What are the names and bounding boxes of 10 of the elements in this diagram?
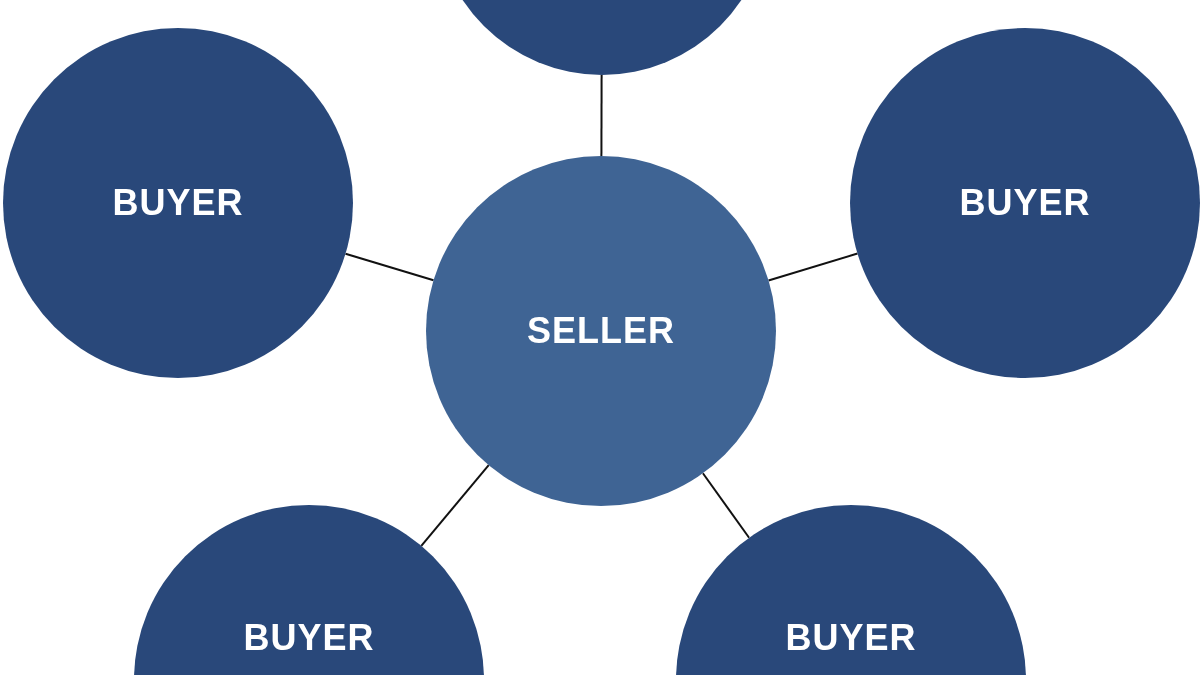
node-label: BUYER	[784, 618, 918, 658]
connector-line	[701, 472, 751, 539]
node-label: BUYER	[958, 183, 1092, 223]
connector-line	[344, 252, 435, 282]
node-label: BUYER	[111, 183, 245, 223]
node-label: SELLER	[526, 311, 676, 351]
connector-line	[420, 464, 490, 547]
node-label: BUYER	[242, 618, 376, 658]
connector-line	[600, 74, 603, 157]
connector-line	[767, 252, 859, 282]
